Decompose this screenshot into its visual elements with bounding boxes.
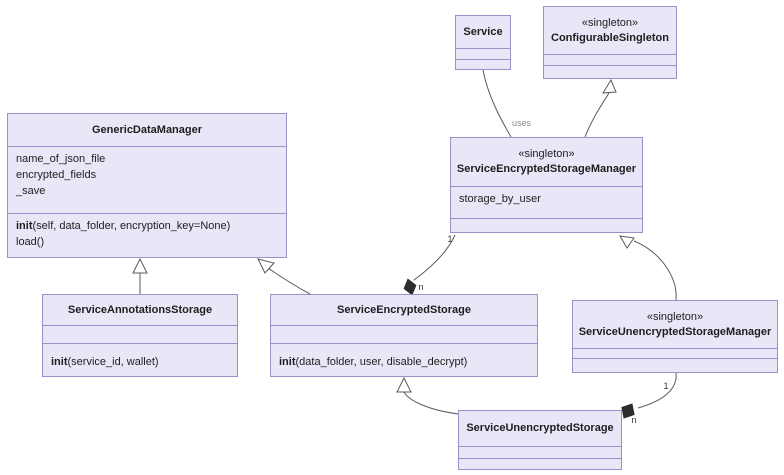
class-name: ServiceAnnotationsStorage [67,303,213,316]
class-name: ConfigurableSingleton [551,31,669,44]
method-signature: (self, data_folder, encryption_key=None) [32,220,231,232]
class-service-unencrypted-storage-manager-title: «singleton» ServiceUnencryptedStorageMan… [573,301,777,348]
composition-diamond-unencryptedstorage [621,403,635,419]
class-service-encrypted-storage-manager-attributes: storage_by_user [451,186,642,218]
class-generic-data-manager: GenericDataManager name_of_json_file enc… [7,113,287,258]
multiplicity-many-unencrypted: n [631,415,636,425]
class-service-annotations-storage-title: ServiceAnnotationsStorage [43,295,237,325]
class-service-unencrypted-storage-methods [459,458,621,469]
class-service-unencrypted-storage: ServiceUnencryptedStorage [458,410,622,470]
edge-inherit-encryptedstorage-genericdatamanager [267,267,311,295]
class-service-methods [456,59,510,69]
stereotype-label: «singleton» [518,148,575,160]
stereotype-label: «singleton» [646,310,704,323]
class-name: Service [463,25,503,38]
edge-inherit-unencryptedmanager-encryptedmanager [633,240,677,301]
class-service-encrypted-storage: ServiceEncryptedStorage init(data_folder… [270,294,538,377]
class-service-encrypted-storage-manager-title: «singleton» ServiceEncryptedStorageManag… [451,138,642,186]
edge-compose-manager-encryptedstorage [413,234,456,281]
class-configurable-singleton: «singleton» ConfigurableSingleton [543,6,677,79]
method-name: init [16,220,33,232]
stereotype-label: «singleton» [581,16,639,29]
class-service-annotations-storage-attributes [43,325,237,343]
class-service-encrypted-storage-manager-methods [451,218,642,232]
class-service-unencrypted-storage-attributes [459,446,621,458]
uses-label: uses [512,118,532,128]
inheritance-arrow-encryptedmanager [619,235,635,249]
edge-compose-unencryptedmanager-unencryptedstorage [637,372,677,409]
class-name: ServiceUnencryptedStorageManager [578,325,772,338]
method-signature: (data_folder, user, disable_decrypt) [295,356,468,368]
class-service-encrypted-storage-attributes [271,325,537,343]
inheritance-arrow-genericdatamanager-right [257,258,275,274]
attribute: encrypted_fields [16,169,97,181]
class-generic-data-manager-title: GenericDataManager [8,114,286,146]
method-signature: load() [16,236,45,248]
class-configurable-singleton-title: «singleton» ConfigurableSingleton [544,7,676,54]
edge-uses-association [482,69,512,138]
class-service-unencrypted-storage-manager-methods [573,358,777,372]
class-service-title: Service [456,16,510,48]
class-service-encrypted-storage-manager: «singleton» ServiceEncryptedStorageManag… [450,137,643,233]
class-service-annotations-storage-methods: init(service_id, wallet) [43,343,237,376]
class-configurable-singleton-methods [544,65,676,78]
method-name: init [279,356,296,368]
method: load() [16,234,278,250]
class-service-unencrypted-storage-title: ServiceUnencryptedStorage [459,411,621,446]
class-configurable-singleton-attributes [544,54,676,65]
attribute: _save [16,185,46,197]
method-signature: (service_id, wallet) [67,356,159,368]
class-service-encrypted-storage-title: ServiceEncryptedStorage [271,295,537,325]
class-service-attributes [456,48,510,59]
method: init(service_id, wallet) [51,348,229,370]
attribute: name_of_json_file [16,153,106,165]
class-generic-data-manager-attributes: name_of_json_file encrypted_fields _save [8,146,286,213]
class-name: ServiceEncryptedStorage [337,303,471,316]
edge-inherit-manager-configurablesingleton [584,92,610,138]
method: init(data_folder, user, disable_decrypt) [279,348,529,370]
class-name: ServiceEncryptedStorageManager [456,163,637,175]
method: init(self, data_folder, encryption_key=N… [16,218,278,234]
class-generic-data-manager-methods: init(self, data_folder, encryption_key=N… [8,213,286,257]
inheritance-arrow-configurablesingleton [602,78,617,94]
class-service-annotations-storage: ServiceAnnotationsStorage init(service_i… [42,294,238,377]
class-name: GenericDataManager [91,123,203,136]
multiplicity-one-encrypted: 1 [447,234,452,244]
multiplicity-one-unencrypted: 1 [663,381,668,391]
class-service-unencrypted-storage-manager-attributes [573,348,777,358]
class-name: ServiceUnencryptedStorage [466,422,614,434]
inheritance-arrow-encryptedstorage [396,376,412,393]
multiplicity-many-encrypted: n [418,282,423,292]
attribute: storage_by_user [459,193,541,205]
class-service-encrypted-storage-methods: init(data_folder, user, disable_decrypt) [271,343,537,376]
inheritance-arrow-genericdatamanager-left [132,257,148,274]
class-service-unencrypted-storage-manager: «singleton» ServiceUnencryptedStorageMan… [572,300,778,373]
method-name: init [51,356,68,368]
edge-inherit-unencryptedstorage-encryptedstorage [403,391,459,415]
class-service: Service [455,15,511,70]
